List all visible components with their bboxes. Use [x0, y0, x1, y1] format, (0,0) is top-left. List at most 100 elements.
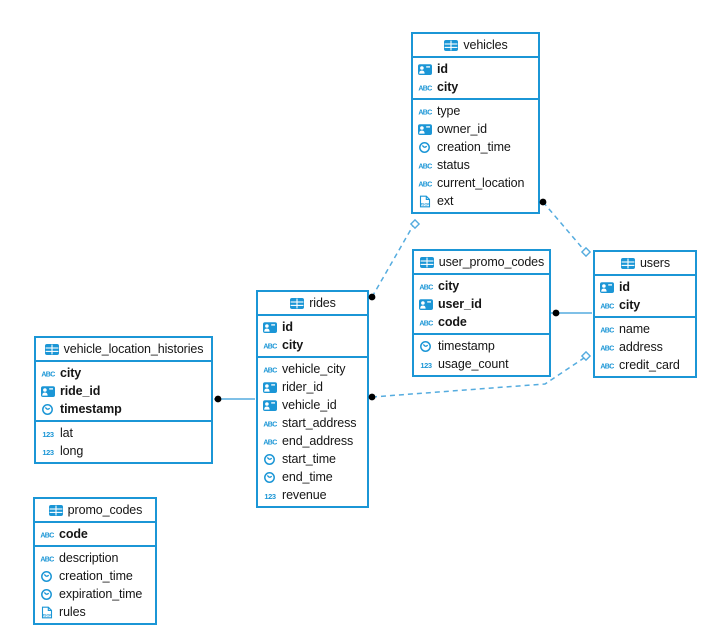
column-promo_codes-expiration_time[interactable]: expiration_time: [35, 585, 155, 603]
column-rides-vehicle_id[interactable]: vehicle_id: [258, 396, 367, 414]
rides-fields-section: vehicle_city rider_id vehicle_id start_addr…: [258, 358, 367, 506]
table-header-promo_codes[interactable]: promo_codes: [35, 499, 155, 523]
column-users-credit_card[interactable]: credit_card: [595, 356, 695, 374]
column-name: description: [59, 551, 119, 565]
abc-icon: [417, 159, 433, 172]
column-name: rules: [59, 605, 86, 619]
column-users-address[interactable]: address: [595, 338, 695, 356]
table-header-vehicles[interactable]: vehicles: [413, 34, 538, 58]
column-name: ride_id: [60, 384, 101, 398]
table-header-user_promo_codes[interactable]: user_promo_codes: [414, 251, 549, 275]
column-vehicle_location_histories-long[interactable]: long: [36, 442, 211, 460]
column-vehicle_location_histories-city[interactable]: city: [36, 364, 211, 382]
column-vehicles-owner_id[interactable]: owner_id: [413, 120, 538, 138]
id-badge-icon: [417, 63, 433, 76]
column-vehicles-id[interactable]: id: [413, 60, 538, 78]
column-name: rider_id: [282, 380, 323, 394]
column-vehicles-creation_time[interactable]: creation_time: [413, 138, 538, 156]
column-name: start_address: [282, 416, 357, 430]
column-rides-rider_id[interactable]: rider_id: [258, 378, 367, 396]
table-rides[interactable]: rides id city vehicle_city rider_id vehicle_i…: [256, 290, 369, 508]
column-rides-start_address[interactable]: start_address: [258, 414, 367, 432]
table-header-vehicle_location_histories[interactable]: vehicle_location_histories: [36, 338, 211, 362]
column-vehicles-ext[interactable]: ext: [413, 192, 538, 210]
clock-icon: [262, 471, 278, 484]
abc-icon: [599, 359, 615, 372]
column-user_promo_codes-code[interactable]: code: [414, 313, 549, 331]
column-name: city: [619, 298, 641, 312]
abc-icon: [40, 367, 56, 380]
column-rides-end_address[interactable]: end_address: [258, 432, 367, 450]
column-name: city: [282, 338, 304, 352]
table-name: user_promo_codes: [438, 255, 545, 269]
column-users-city[interactable]: city: [595, 296, 695, 314]
id-badge-icon: [40, 385, 56, 398]
column-vehicle_location_histories-lat[interactable]: lat: [36, 424, 211, 442]
column-rides-start_time[interactable]: start_time: [258, 450, 367, 468]
abc-icon: [599, 323, 615, 336]
column-promo_codes-code[interactable]: code: [35, 525, 155, 543]
json-icon: [39, 606, 55, 619]
relation-dot-end-vehicles: [539, 198, 547, 206]
column-name: code: [59, 527, 88, 541]
relation-dot-end-user_promo_codes: [552, 309, 560, 317]
column-promo_codes-rules[interactable]: rules: [35, 603, 155, 621]
column-rides-end_time[interactable]: end_time: [258, 468, 367, 486]
table-header-users[interactable]: users: [595, 252, 695, 276]
column-user_promo_codes-user_id[interactable]: user_id: [414, 295, 549, 313]
column-rides-id[interactable]: id: [258, 318, 367, 336]
clock-icon: [262, 453, 278, 466]
column-promo_codes-description[interactable]: description: [35, 549, 155, 567]
column-vehicle_location_histories-timestamp[interactable]: timestamp: [36, 400, 211, 418]
column-user_promo_codes-usage_count[interactable]: usage_count: [414, 355, 549, 373]
column-rides-vehicle_city[interactable]: vehicle_city: [258, 360, 367, 378]
column-vehicles-type[interactable]: type: [413, 102, 538, 120]
vehicles-keys-section: id city: [413, 58, 538, 100]
column-promo_codes-creation_time[interactable]: creation_time: [35, 567, 155, 585]
column-name: id: [437, 62, 448, 76]
column-name: code: [438, 315, 467, 329]
relation-line-rides-vehicles: [371, 223, 415, 298]
column-vehicles-current_location[interactable]: current_location: [413, 174, 538, 192]
abc-icon: [39, 528, 55, 541]
abc-icon: [262, 435, 278, 448]
column-name: creation_time: [59, 569, 133, 583]
column-name: expiration_time: [59, 587, 143, 601]
clock-icon: [39, 570, 55, 583]
column-users-id[interactable]: id: [595, 278, 695, 296]
column-name: vehicle_city: [282, 362, 346, 376]
json-icon: [417, 195, 433, 208]
relation-line-vehicles-users: [542, 201, 585, 251]
column-vehicles-city[interactable]: city: [413, 78, 538, 96]
clock-icon: [39, 588, 55, 601]
column-name: id: [619, 280, 630, 294]
abc-icon: [418, 280, 434, 293]
column-rides-revenue[interactable]: revenue: [258, 486, 367, 504]
number-icon: [418, 358, 434, 371]
column-users-name[interactable]: name: [595, 320, 695, 338]
column-vehicles-status[interactable]: status: [413, 156, 538, 174]
column-user_promo_codes-city[interactable]: city: [414, 277, 549, 295]
relation-diamond-end-users: [580, 246, 592, 258]
column-user_promo_codes-timestamp[interactable]: timestamp: [414, 337, 549, 355]
abc-icon: [417, 177, 433, 190]
abc-icon: [418, 316, 434, 329]
id-badge-icon: [262, 321, 278, 334]
column-name: owner_id: [437, 122, 487, 136]
column-rides-city[interactable]: city: [258, 336, 367, 354]
relation-dot-end-rides: [368, 393, 376, 401]
relation-diamond-end-vehicles: [409, 218, 421, 230]
table-header-rides[interactable]: rides: [258, 292, 367, 316]
column-name: user_id: [438, 297, 482, 311]
column-vehicle_location_histories-ride_id[interactable]: ride_id: [36, 382, 211, 400]
column-name: city: [438, 279, 460, 293]
column-name: status: [437, 158, 470, 172]
